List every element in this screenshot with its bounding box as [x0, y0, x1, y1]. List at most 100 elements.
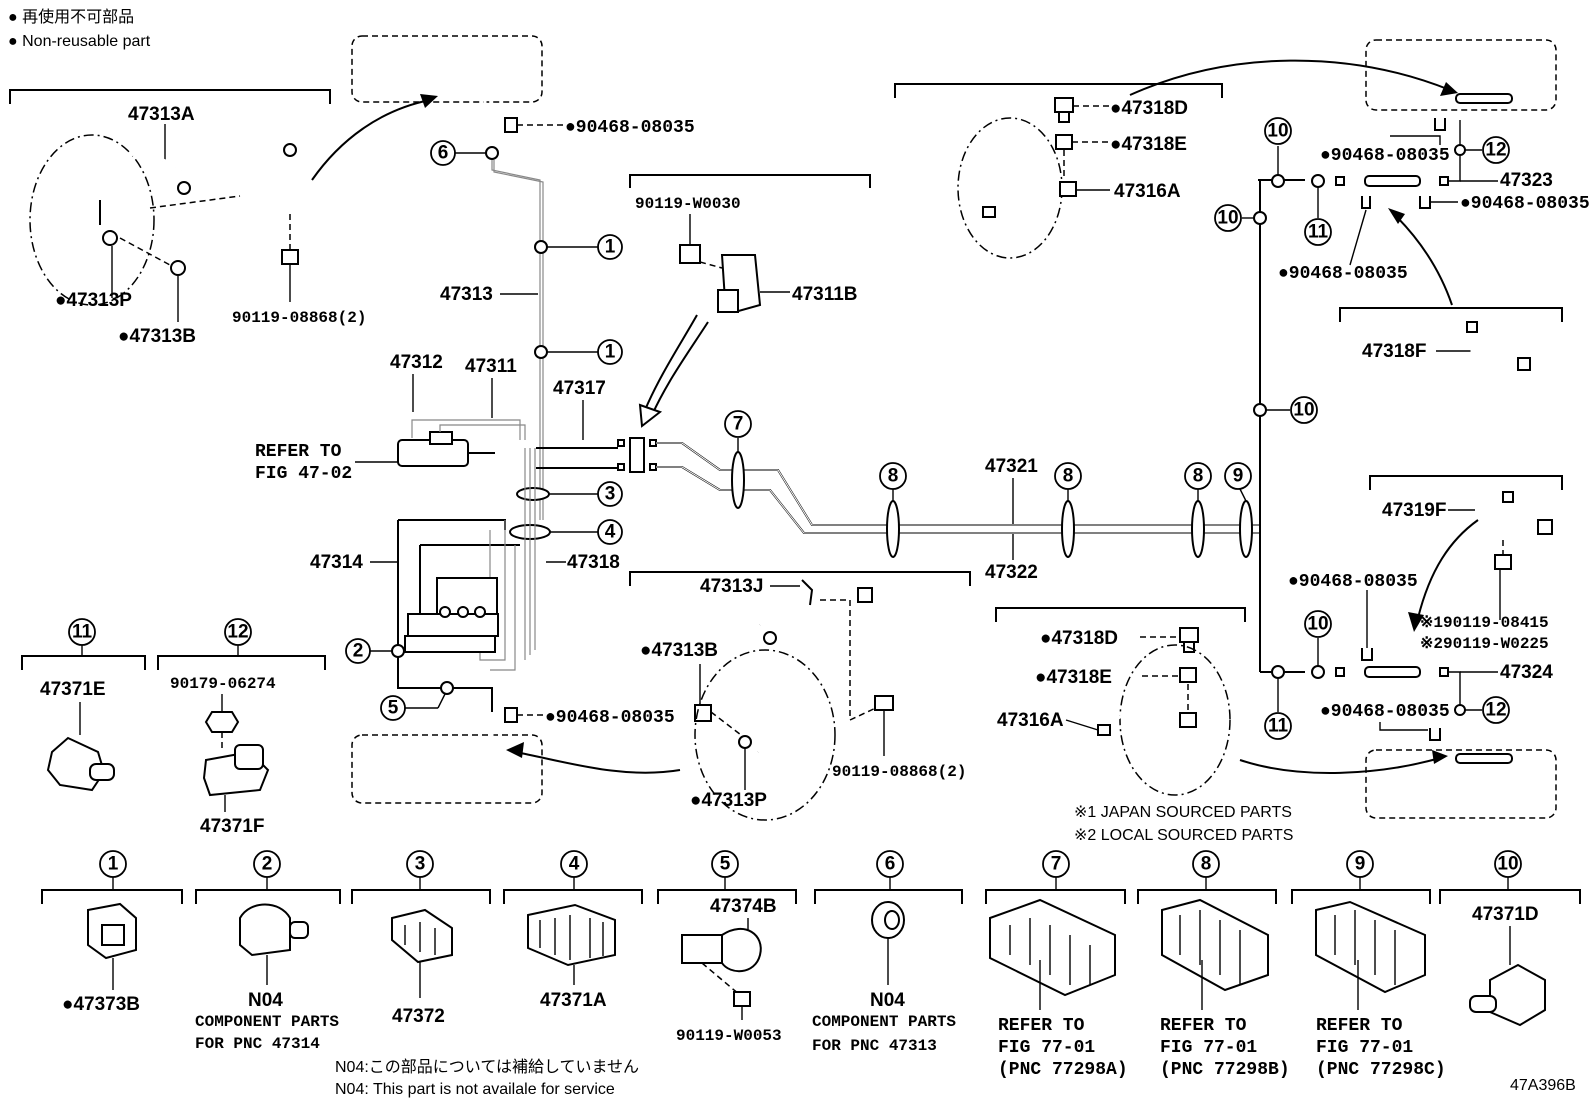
bottom-sub2-2: FOR PNC 47314	[195, 1035, 320, 1053]
label-290119: ※290119-W0225	[1420, 635, 1549, 653]
callout-8a: 8	[879, 462, 907, 490]
label-refer-to: REFER TO	[255, 442, 342, 462]
label-47371E: 47371E	[40, 679, 106, 700]
footnote-en: N04: This part is not availale for servi…	[335, 1081, 615, 1098]
label-47313P-mid: ●47313P	[690, 790, 767, 811]
label-fig-47-02: FIG 47-02	[255, 464, 352, 484]
svg-text:12: 12	[1485, 140, 1506, 161]
svg-text:4: 4	[569, 854, 580, 875]
svg-text:10: 10	[1307, 614, 1328, 635]
detail-bottom-center: ●90468-08035	[351, 707, 681, 804]
label-47318: 47318	[567, 552, 620, 573]
label-47313B-tl: ●47313B	[118, 326, 196, 347]
legend-en: ● Non-reusable part	[8, 33, 151, 50]
label-47313P-tl: ●47313P	[55, 290, 132, 311]
callout-9: 9	[1224, 462, 1252, 490]
callout-11c: 11	[68, 618, 96, 646]
svg-text:12: 12	[227, 622, 248, 643]
label-47316A-top: 47316A	[1114, 181, 1181, 202]
group-47313J: 47313J 90119-08868(2) ●47313B ●47313P	[629, 571, 971, 821]
callout-4: 4	[597, 519, 623, 545]
main-pipe-stack: 1 1 47313 47312 47311 47317 REFER TO FIG…	[255, 160, 657, 721]
bottom-item-4: 4 47371A	[503, 850, 643, 1011]
label-47321: 47321	[985, 456, 1038, 477]
callout-11a: 11	[1304, 218, 1332, 246]
callout-2: 2	[345, 638, 371, 664]
label-90468-top: ●90468-08035	[565, 118, 695, 138]
label-47312: 47312	[390, 352, 443, 373]
callout-1b: 1	[597, 339, 623, 365]
label-47318F: 47318F	[1362, 341, 1426, 362]
bottom-sub1-9: FIG 77-01	[1316, 1038, 1413, 1058]
label-90468-mid: ●90468-08035	[545, 708, 675, 728]
bottom-row: 1 ●47373B 2 N04 COMPONENT PARTS FOR PNC …	[41, 850, 1581, 1080]
group-47313A: 47313A 90119-08868(2) ●47313B ●47313P	[9, 89, 438, 347]
label-90468-r4: ●90468-08035	[1288, 572, 1418, 592]
bottom-sub2-6: FOR PNC 47313	[812, 1037, 937, 1055]
bottom-label-6: N04	[870, 990, 905, 1011]
group-12: 12 90179-06274 47371F	[157, 618, 326, 837]
bottom-item-10: 10 47371D	[1439, 850, 1581, 1027]
label-190119: ※190119-08415	[1420, 614, 1549, 632]
detail-top-center: ●90468-08035 6	[351, 35, 695, 166]
bottom-label-1: ●47373B	[62, 994, 140, 1015]
bottom-sub1-2: COMPONENT PARTS	[195, 1013, 339, 1031]
svg-text:10: 10	[1267, 121, 1288, 142]
group-47316A-top: ●47318D ●47318E 47316A	[894, 83, 1223, 259]
svg-text:1: 1	[605, 342, 616, 363]
svg-text:8: 8	[1063, 466, 1074, 487]
svg-text:5: 5	[388, 698, 399, 719]
svg-text:9: 9	[1355, 854, 1366, 875]
label-47318E-top: ●47318E	[1110, 134, 1187, 155]
bottom-sub2-9: (PNC 77298C)	[1316, 1060, 1446, 1080]
label-47322: 47322	[985, 562, 1038, 583]
bottom-label-3: 47372	[392, 1006, 445, 1027]
note-japan-sourced: ※1 JAPAN SOURCED PARTS	[1074, 804, 1292, 821]
bottom-sub2-8: (PNC 77298B)	[1160, 1060, 1290, 1080]
group-47316A-bottom: ●47318D ●47318E 47316A ※1 JAPAN SOURCED …	[995, 607, 1293, 844]
svg-text:10: 10	[1217, 208, 1238, 229]
svg-text:8: 8	[1193, 466, 1204, 487]
bottom-sub1-6: COMPONENT PARTS	[812, 1013, 956, 1031]
callout-5: 5	[380, 695, 406, 721]
label-47311: 47311	[465, 356, 517, 377]
callout-11b: 11	[1264, 712, 1292, 740]
label-90119-08868-tl: 90119-08868(2)	[232, 309, 366, 327]
bottom-item-2: 2 N04 COMPONENT PARTS FOR PNC 47314	[195, 850, 341, 1053]
label-90119-W0030: 90119-W0030	[635, 195, 741, 213]
footnote-jp: N04:この部品については補給していません	[335, 1058, 639, 1076]
label-47313A: 47313A	[128, 104, 195, 125]
bottom-label-4: 47371A	[540, 990, 607, 1011]
callout-10d: 10	[1304, 610, 1332, 638]
label-47314: 47314	[310, 552, 363, 573]
bottom-item-1: 1 ●47373B	[41, 850, 183, 1015]
label-90468-r1: ●90468-08035	[1320, 146, 1450, 166]
svg-text:11: 11	[72, 622, 93, 643]
label-90468-r2: ●90468-08035	[1460, 194, 1590, 214]
svg-text:4: 4	[605, 522, 616, 543]
svg-text:1: 1	[605, 237, 616, 258]
label-47318D-top: ●47318D	[1110, 98, 1188, 119]
label-47318E-bot: ●47318E	[1035, 667, 1112, 688]
svg-text:10: 10	[1293, 400, 1314, 421]
bottom-label-10: 47371D	[1472, 904, 1539, 925]
label-47319F: 47319F	[1382, 500, 1446, 521]
svg-text:5: 5	[720, 854, 731, 875]
svg-text:8: 8	[1201, 854, 1212, 875]
callout-12b: 12	[1482, 696, 1510, 724]
svg-text:2: 2	[353, 641, 364, 662]
bottom-label-8: REFER TO	[1160, 1016, 1247, 1036]
callout-10c: 10	[1264, 117, 1292, 145]
label-90179: 90179-06274	[170, 675, 276, 693]
label-90468-r3: ●90468-08035	[1278, 264, 1408, 284]
label-47316A-bot: 47316A	[997, 710, 1064, 731]
bottom-item-9: 9 REFER TO FIG 77-01 (PNC 77298C)	[1291, 850, 1446, 1080]
label-47324: 47324	[1500, 662, 1553, 683]
bottom-sub1-7: FIG 77-01	[998, 1038, 1095, 1058]
callout-8c: 8	[1184, 462, 1212, 490]
svg-text:6: 6	[885, 854, 896, 875]
label-47313: 47313	[440, 284, 493, 305]
svg-text:9: 9	[1233, 466, 1244, 487]
long-brake-lines: 7 8 8 8 9 47321 47322	[656, 410, 1260, 583]
